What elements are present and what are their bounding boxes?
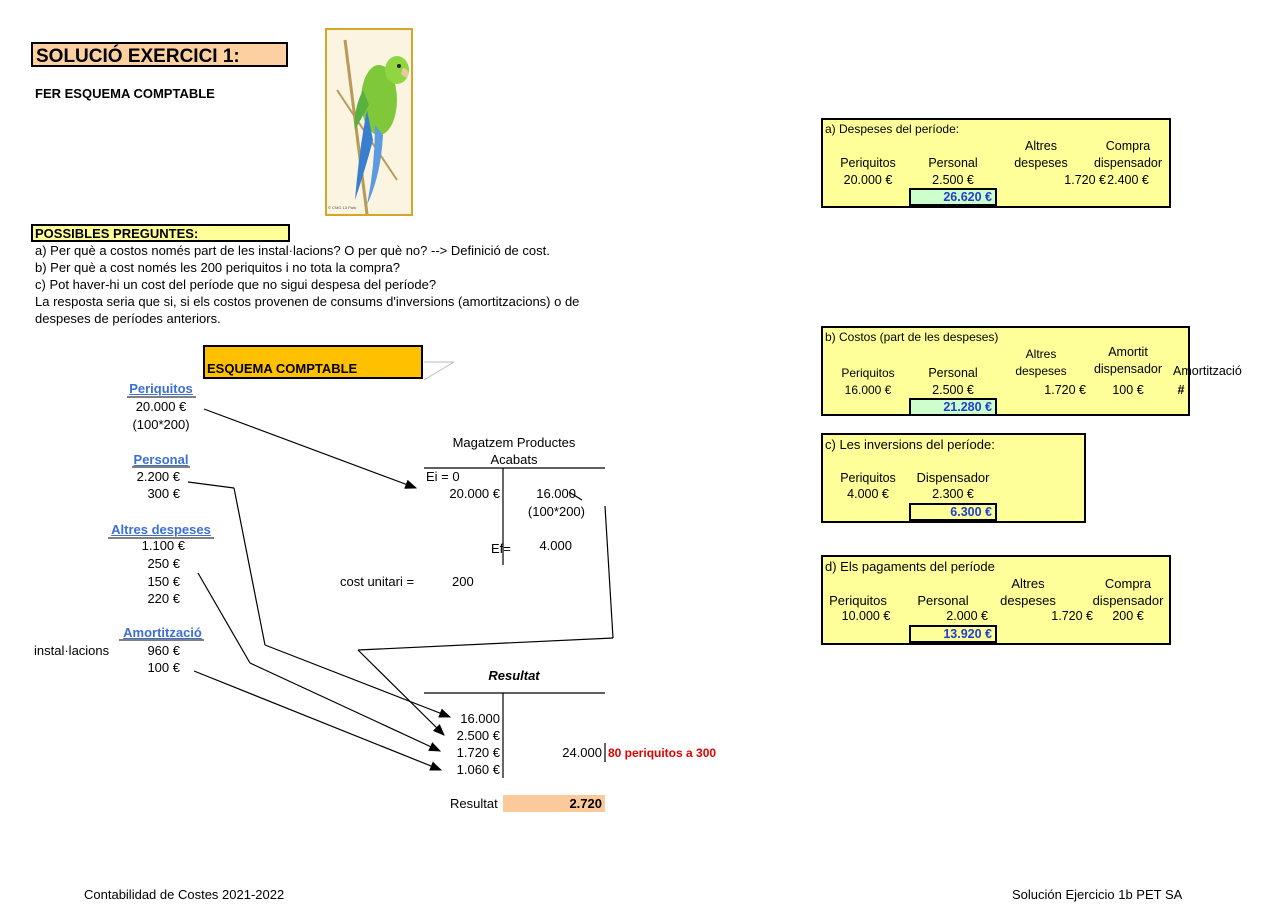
- resultat-title: Resultat: [488, 668, 540, 683]
- warehouse-credit-note: (100*200): [527, 504, 585, 519]
- resultat-debit: 16.000: [460, 711, 500, 726]
- scheme-title-box: ESQUEMA COMPTABLE: [203, 345, 423, 379]
- resultat-debit: 2.500 €: [456, 728, 500, 743]
- panel-inversions-total: 6.300 €: [909, 503, 997, 521]
- periquitos-value: 20.000 €: [135, 399, 187, 414]
- question-line: despeses de períodes anteriors.: [35, 311, 221, 326]
- col-value: 100 €: [1112, 383, 1144, 397]
- unit-cost-value: 200: [452, 574, 474, 589]
- arrow-altres: [249, 662, 442, 752]
- panel-inversions: c) Les inversions del període: Periquito…: [821, 433, 1086, 523]
- periquitos-value: (100*200): [132, 417, 190, 432]
- col-header: Periquitos: [829, 593, 887, 608]
- resultat-credit: 24.000: [562, 745, 602, 760]
- periquitos-label[interactable]: Periquitos: [129, 381, 193, 396]
- page-subtitle: FER ESQUEMA COMPTABLE: [35, 86, 215, 101]
- warehouse-title: Magatzem Productes: [452, 435, 576, 450]
- personal-value: 300 €: [147, 486, 180, 501]
- altres-value: 220 €: [147, 591, 180, 606]
- unit-cost-label: cost unitari =: [340, 574, 415, 589]
- question-line: b) Per què a cost només les 200 periquit…: [35, 260, 400, 275]
- personal-value: 2.200 €: [136, 469, 180, 484]
- col-header: Personal: [928, 156, 978, 170]
- footer-left: Contabilidad de Costes 2021-2022: [84, 887, 285, 902]
- panel-despeses: a) Despeses del període: Periquitos Pers…: [821, 118, 1171, 208]
- panel-costos-title: b) Costos (part de les despeses): [825, 330, 999, 344]
- arrow-periquitos: [203, 408, 418, 489]
- col-value: #: [1177, 383, 1185, 397]
- col-header: Personal: [928, 366, 978, 380]
- altres-value: 150 €: [147, 574, 180, 589]
- col-header: Periquitos: [840, 471, 896, 485]
- col-header: Amortització: [1173, 364, 1242, 378]
- col-value: 1.720 €: [1051, 609, 1093, 623]
- panel-pagaments-total: 13.920 €: [909, 625, 997, 643]
- col-header: Dispensador: [916, 470, 990, 485]
- resultat-debit: 1.060 €: [456, 762, 500, 777]
- panel-inversions-title: c) Les inversions del període:: [825, 437, 995, 452]
- col-value: 2.000 €: [946, 609, 988, 623]
- page-title: SOLUCIÓ EXERCICI 1:: [31, 42, 288, 67]
- col-header: Periquitos: [841, 366, 895, 380]
- amortitzacio-value: 960 €: [147, 643, 180, 658]
- panel-costos-total: 21.280 €: [909, 398, 997, 416]
- amortitzacio-label[interactable]: Amortització: [123, 625, 202, 640]
- parrot-image: © CMG 13 Park: [325, 28, 413, 216]
- warehouse-title: Acabats: [490, 452, 538, 467]
- resultat-value: 2.720: [503, 795, 605, 812]
- col-value: 1.720 €: [1044, 383, 1086, 397]
- question-line: c) Pot haver-hi un cost del període que …: [35, 277, 437, 292]
- col-header: Periquitos: [840, 156, 896, 170]
- warehouse-ei: Ei = 0: [426, 469, 460, 484]
- arrow-amort: [193, 670, 443, 771]
- col-value: 2.500 €: [932, 383, 974, 397]
- panel-despeses-title: a) Despeses del període:: [825, 122, 960, 136]
- col-value: 16.000 €: [844, 383, 892, 397]
- image-credit: © CMG 13 Park: [328, 205, 357, 210]
- col-value: 20.000 €: [843, 173, 893, 187]
- resultat-debit: 1.720 €: [456, 745, 500, 760]
- panel-costos: b) Costos (part de les despeses) Periqui…: [821, 326, 1242, 416]
- arrow-personal: [264, 644, 452, 718]
- col-value: 1.720 €: [1064, 173, 1106, 187]
- warehouse-ef-value: 4.000: [539, 538, 572, 553]
- panel-pagaments-title: d) Els pagaments del període: [825, 559, 995, 574]
- altres-value: 250 €: [147, 556, 180, 571]
- warehouse-ef-label: Ef=: [491, 541, 511, 556]
- col-value: 200 €: [1112, 609, 1144, 623]
- col-value: 2.400 €: [1107, 173, 1149, 187]
- col-value: 10.000 €: [841, 609, 891, 623]
- col-value: 2.500 €: [932, 173, 974, 187]
- footer-right: Solución Ejercicio 1b PET SA: [1012, 887, 1183, 902]
- warehouse-credit: 16.000: [536, 486, 576, 501]
- resultat-label: Resultat: [450, 796, 498, 811]
- personal-label[interactable]: Personal: [133, 452, 189, 467]
- panel-pagaments: d) Els pagaments del període Periquitos …: [821, 555, 1171, 645]
- panel-despeses-total: 26.620 €: [909, 188, 997, 206]
- warehouse-debit: 20.000 €: [449, 486, 500, 501]
- col-header: Personal: [917, 593, 969, 608]
- question-line: La resposta seria que si, si els costos …: [35, 294, 580, 309]
- altres-label[interactable]: Altres despeses: [111, 522, 211, 537]
- altres-value: 1.100 €: [141, 538, 185, 553]
- questions-title: POSSIBLES PREGUNTES:: [31, 224, 290, 242]
- col-value: 2.300 €: [932, 487, 974, 501]
- col-value: 4.000 €: [847, 487, 889, 501]
- amortitzacio-value: 100 €: [147, 660, 180, 675]
- question-line: a) Per què a costos només part de les in…: [35, 243, 550, 258]
- scheme-title: ESQUEMA COMPTABLE: [207, 361, 358, 376]
- arrow-warehouse: [357, 649, 445, 736]
- resultat-note: 80 periquitos a 300: [608, 746, 717, 760]
- installacions-label: instal·lacions: [34, 643, 110, 658]
